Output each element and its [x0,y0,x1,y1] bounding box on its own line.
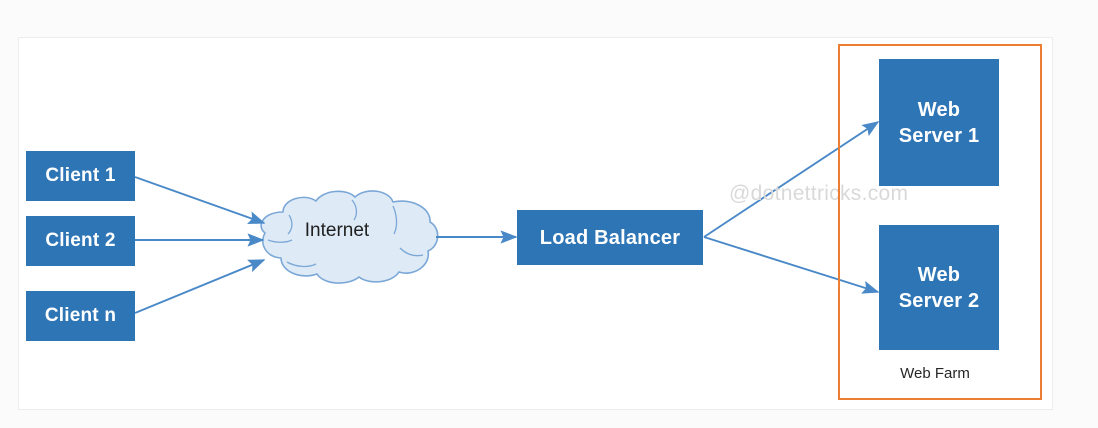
node-client-1[interactable]: Client 1 [26,151,135,201]
node-web-server-1[interactable]: Web Server 1 [879,59,999,186]
web-farm-label: Web Farm [900,365,970,382]
node-web-server-2-line2: Server 2 [898,289,980,312]
node-client-2[interactable]: Client 2 [26,216,135,266]
node-web-server-1-line1: Web [917,98,961,121]
node-client-2-label: Client 2 [45,229,116,251]
watermark-text: @dotnettricks.com [729,182,909,205]
node-web-server-2[interactable]: Web Server 2 [879,225,999,350]
node-client-n-label: Client n [44,304,117,326]
node-load-balancer-label: Load Balancer [539,226,681,249]
node-web-server-2-text: Web Server 2 [899,262,980,314]
web-farm-group-border [838,44,1042,400]
node-client-n[interactable]: Client n [26,291,135,341]
internet-cloud-label: Internet [304,220,370,241]
node-web-server-2-line1: Web [917,263,961,286]
node-web-server-1-line2: Server 1 [898,124,980,147]
node-load-balancer[interactable]: Load Balancer [517,210,703,265]
node-web-server-1-text: Web Server 1 [899,97,980,149]
node-client-1-label: Client 1 [45,164,116,186]
